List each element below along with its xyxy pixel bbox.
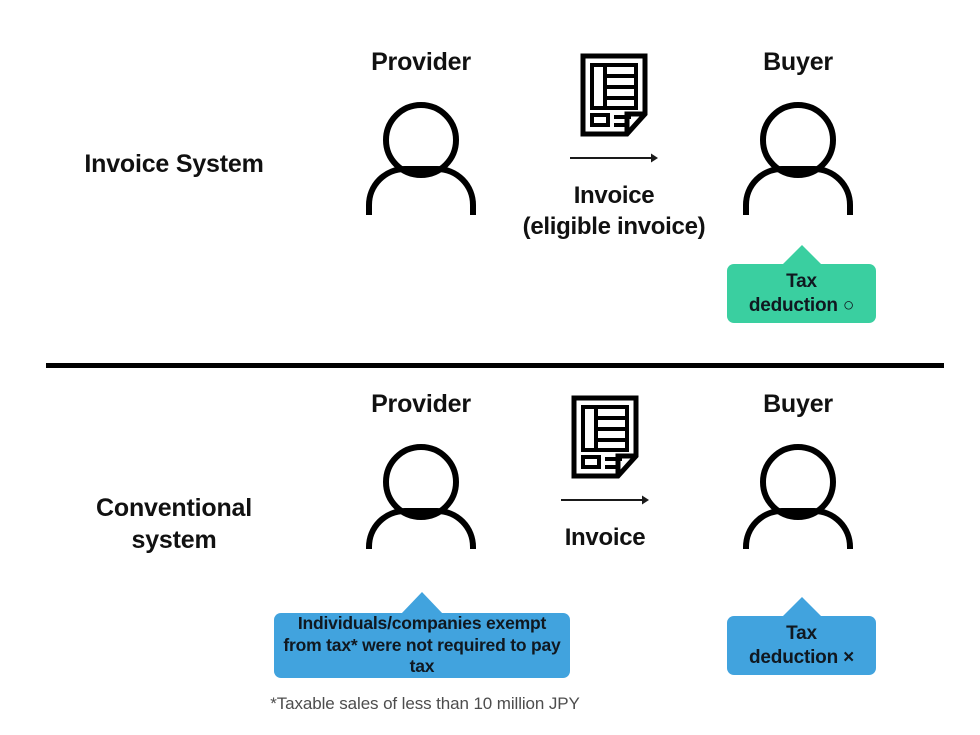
person-icon bbox=[718, 97, 878, 215]
person-icon bbox=[341, 97, 501, 215]
actor-provider-top: Provider bbox=[341, 50, 501, 215]
invoice-document-icon bbox=[485, 394, 725, 485]
callout-tax-exempt-note-body: Individuals/companies exempt from tax* w… bbox=[274, 613, 570, 678]
right-arrow-icon bbox=[485, 494, 725, 510]
callout-pointer-icon bbox=[401, 592, 443, 614]
actor-provider-bottom-label: Provider bbox=[371, 390, 471, 418]
callout-tax-deduction-allowed-body: Tax deduction ○ bbox=[727, 264, 876, 323]
invoice-caption-top-line1: Invoice bbox=[573, 182, 655, 209]
actor-buyer-bottom-label: Buyer bbox=[763, 390, 833, 418]
callout-tax-exempt-note: Individuals/companies exempt from tax* w… bbox=[274, 592, 570, 678]
callout-tax-deduction-denied-body: Tax deduction × bbox=[727, 616, 876, 675]
section-divider bbox=[46, 363, 944, 368]
callout-tax-deduction-denied-line2: deduction × bbox=[749, 646, 854, 668]
section-label-conventional-line2: system bbox=[131, 526, 217, 554]
actor-buyer-top-label: Buyer bbox=[763, 48, 833, 76]
callout-tax-deduction-allowed: Tax deduction ○ bbox=[727, 245, 876, 323]
actor-provider-top-label: Provider bbox=[371, 48, 471, 76]
section-label-invoice-system: Invoice System bbox=[84, 150, 264, 178]
section-label-conventional-line1: Conventional bbox=[96, 494, 252, 522]
invoice-caption-bottom-line1: Invoice bbox=[564, 524, 646, 551]
invoice-caption-bottom: Invoice bbox=[485, 522, 725, 553]
person-icon bbox=[341, 439, 501, 549]
invoice-caption-top-line2: (eligible invoice) bbox=[522, 213, 706, 241]
invoice-flow-bottom: Invoice bbox=[485, 394, 725, 553]
right-arrow-icon bbox=[494, 152, 734, 168]
invoice-flow-top: Invoice (eligible invoice) bbox=[494, 52, 734, 242]
callout-pointer-icon bbox=[780, 245, 823, 266]
actor-buyer-top: Buyer bbox=[718, 50, 878, 215]
callout-tax-deduction-allowed-line2: deduction ○ bbox=[748, 294, 855, 316]
section-label-conventional-system: Conventional system bbox=[28, 492, 320, 556]
callout-tax-deduction-denied: Tax deduction × bbox=[727, 597, 876, 675]
actor-buyer-bottom: Buyer bbox=[718, 392, 878, 549]
invoice-document-icon bbox=[494, 52, 734, 143]
invoice-caption-top: Invoice (eligible invoice) bbox=[494, 180, 734, 242]
footnote-taxable-sales: *Taxable sales of less than 10 million J… bbox=[270, 694, 580, 713]
person-icon bbox=[718, 439, 878, 549]
callout-tax-deduction-allowed-line1: Tax bbox=[786, 271, 817, 293]
actor-provider-bottom: Provider bbox=[341, 392, 501, 549]
callout-pointer-icon bbox=[780, 597, 823, 618]
callout-tax-deduction-denied-line1: Tax bbox=[786, 623, 817, 645]
